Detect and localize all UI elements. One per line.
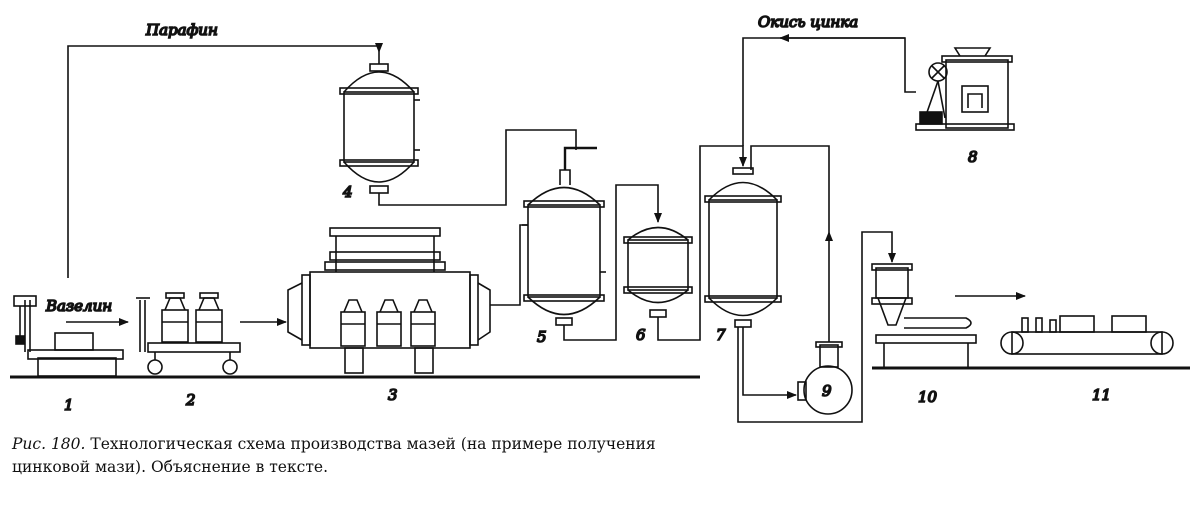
churn [340, 299, 366, 347]
mixer-bypass-line [750, 145, 830, 232]
paraffin-line [67, 43, 383, 278]
unit-number-9: 9 [822, 382, 832, 400]
unit-7-mixer [704, 167, 782, 328]
paraffin-label: Парафин [145, 21, 218, 39]
unit-number-6: 6 [636, 326, 646, 344]
unit-5-reactor [522, 146, 606, 326]
vaseline-label: Вазелин [45, 297, 112, 315]
churn [195, 292, 223, 343]
reactor-to-vessel6-line [563, 184, 662, 341]
production-scheme-diagram: Парафин Вазелин Окись цинка 1 2 3 4 5 6 … [10, 12, 1190, 423]
floor-lines [10, 366, 1190, 379]
churn [376, 299, 402, 347]
unit-11-conveyor [1000, 315, 1174, 355]
flow-lines [66, 34, 1026, 423]
unit-number-4: 4 [342, 183, 353, 201]
unit-4-paraffin-melter [339, 52, 420, 194]
caption-text: Технологическая схема производства мазей… [12, 435, 656, 476]
unit-number-10: 10 [918, 388, 938, 406]
mixer-to-pump-line [742, 327, 797, 399]
unit-6-vessel [623, 226, 693, 318]
churn [410, 299, 436, 347]
figure-caption: Рис. 180. Технологическая схема производ… [12, 433, 732, 479]
unit-number-3: 3 [388, 386, 398, 404]
unit-9-pump [797, 341, 853, 415]
unit-number-5: 5 [537, 328, 547, 346]
pump-to-filler-line [737, 231, 896, 423]
zinc-oxide-line [742, 37, 916, 146]
unit-2-cart [136, 292, 241, 375]
churn [161, 292, 189, 343]
unit-3-melting-chamber [287, 227, 491, 374]
unit-number-1: 1 [64, 396, 74, 414]
unit-number-2: 2 [185, 391, 196, 409]
figure-number: Рис. 180. [12, 435, 86, 453]
unit-8-sieve [915, 47, 1015, 131]
unit-1-scale [13, 295, 124, 377]
chamber-to-reactor-line [490, 224, 528, 306]
unit-number-8: 8 [968, 148, 978, 166]
unit-number-7: 7 [716, 326, 726, 344]
zinc-oxide-label: Окись цинка [758, 13, 858, 31]
melter-to-reactor-line [378, 129, 577, 206]
vessel6-to-mixer7-line [657, 145, 747, 341]
unit-number-11: 11 [1092, 386, 1111, 404]
unit-10-filler [871, 263, 977, 368]
